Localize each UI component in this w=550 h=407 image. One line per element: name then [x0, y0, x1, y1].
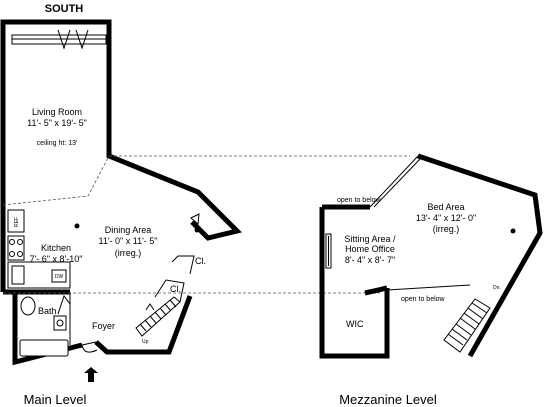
ceiling-light-bed — [510, 228, 516, 234]
mezz-open-upper-label: open to below — [337, 197, 382, 204]
mezzanine-level-plan — [319, 153, 543, 359]
main-outer-wall-bottom — [94, 295, 193, 355]
dishwasher — [51, 269, 67, 283]
kitchen-dims: 7'- 6" x 8'-10" — [30, 254, 83, 264]
sitting-area-dims: 8'- 4" x 8'- 7" — [345, 255, 395, 265]
kitchen-label: Kitchen — [41, 243, 71, 253]
burner-3 — [9, 251, 15, 257]
mezz-wall-right — [417, 153, 543, 358]
mezz-rail-upper-2 — [373, 157, 422, 208]
foyer-label: Foyer — [92, 321, 115, 331]
stove — [7, 235, 25, 261]
main-outer-wall-living — [0, 19, 242, 241]
living-room-label: Living Room — [32, 107, 82, 117]
toilet — [20, 296, 36, 316]
mezz-stair-label: Dn. — [493, 285, 501, 291]
mezz-rail-lower — [386, 284, 471, 291]
compass-south-label: SOUTH — [45, 3, 84, 15]
mezz-stair — [443, 298, 491, 353]
main-stair — [135, 296, 181, 337]
mezz-wall-left — [319, 207, 390, 359]
main-level-title: Main Level — [24, 392, 87, 407]
bath-label: Bath — [38, 306, 57, 316]
main-stair-label: Up — [142, 339, 149, 345]
mezz-rail-upper — [369, 155, 419, 208]
door-swing-dining — [190, 213, 200, 226]
dining-area-dims: 11'- 0" x 11'- 5" — [98, 236, 157, 246]
bathtub — [19, 339, 69, 357]
burner-1 — [9, 239, 15, 245]
closet-lower-wall — [154, 279, 185, 303]
dining-area-label: Dining Area — [105, 225, 152, 235]
burner-2 — [17, 239, 23, 245]
bath-door — [57, 294, 71, 315]
bath-vanity — [53, 315, 67, 331]
refrigerator-label: REF — [14, 217, 20, 227]
mezzanine-level-title: Mezzanine Level — [339, 392, 437, 407]
bed-area-dims: 13'- 4" x 12'- 0" — [416, 213, 476, 223]
kitchen-sink — [11, 265, 25, 285]
bed-area-note: (irreg.) — [433, 224, 460, 234]
mezzanine-overhang-line — [2, 155, 110, 206]
dishwasher-label: DW — [55, 274, 64, 280]
living-room-ceiling-note: ceiling ht: 13' — [37, 140, 78, 147]
entrance-arrow-icon — [84, 367, 98, 382]
dining-area-note: (irreg.) — [115, 248, 142, 258]
bath-sink — [56, 319, 64, 327]
living-window-shade — [57, 29, 89, 50]
ceiling-light-dining-left — [74, 223, 80, 229]
bed-area-label: Bed Area — [427, 202, 464, 212]
ceiling-light-dining-right — [194, 227, 200, 233]
closet-upper-label: Cl. — [195, 256, 206, 266]
main-level-plan: REF DW — [0, 19, 410, 382]
mezz-wall-wic-top — [364, 285, 388, 296]
burner-4 — [17, 251, 23, 257]
wic-label: WIC — [346, 319, 364, 329]
home-office-label: Home Office — [345, 244, 395, 254]
closet-upper-wall — [171, 255, 195, 275]
living-room-dims: 11'- 5" x 19'- 5" — [27, 118, 87, 128]
sitting-area-label: Sitting Area / — [344, 234, 396, 244]
entry-door-swing — [81, 341, 98, 353]
refrigerator — [7, 209, 25, 233]
closet-lower-label: Cl. — [170, 284, 181, 294]
mezz-open-lower-label: open to below — [401, 296, 446, 303]
